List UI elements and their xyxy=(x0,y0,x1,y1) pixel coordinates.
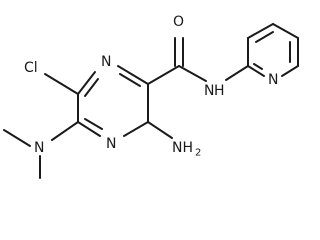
pyrazine-n4-label: N xyxy=(106,136,116,152)
amino-label: NH xyxy=(172,140,193,156)
pyrazine-n1-label: N xyxy=(101,54,111,70)
amino-subscript: 2 xyxy=(195,148,201,159)
bond-n1-camide-inner xyxy=(119,73,141,87)
chlorine-label: Cl xyxy=(24,60,38,76)
bond-py-c6-n xyxy=(281,65,299,77)
bond-ccl-cl xyxy=(44,73,79,95)
bond-n4-cnme2 xyxy=(77,121,101,137)
bond-cnh2-n4 xyxy=(123,121,149,137)
bond-py-c3-c4-inner xyxy=(255,31,274,43)
bond-nh-pyridine xyxy=(225,65,249,81)
bond-py-n-c2-inner xyxy=(253,63,263,70)
bond-n4-cnme2-inner xyxy=(84,118,103,130)
amide-h-label: H xyxy=(214,83,225,99)
carbonyl-oxygen-label: O xyxy=(173,14,184,30)
pyridine-n-label: N xyxy=(268,72,278,88)
bond-camide-carbonyl xyxy=(147,65,180,85)
bond-py-n-c2 xyxy=(247,65,265,77)
bond-py-c4-c5 xyxy=(272,23,299,39)
bond-n1-camide xyxy=(117,65,149,85)
dimethylamino-n-label: N xyxy=(34,140,44,156)
bond-py-c3-c4 xyxy=(247,23,274,39)
bonds xyxy=(3,23,299,179)
bond-cnh2-nh2 xyxy=(147,121,173,139)
bond-ccl-n1-inner xyxy=(84,78,99,97)
bond-nme2-methyl-left xyxy=(3,129,31,147)
bond-ccl-n1 xyxy=(77,71,96,95)
amide-n-label: N xyxy=(204,83,214,99)
chemical-structure-diagram: Cl N N O N H N N NH 2 xyxy=(3,14,299,179)
bond-carbonyl-nh xyxy=(178,65,207,82)
bond-cnme2-nme2 xyxy=(51,121,79,141)
atom-labels: Cl N N O N H N N NH 2 xyxy=(24,14,278,159)
